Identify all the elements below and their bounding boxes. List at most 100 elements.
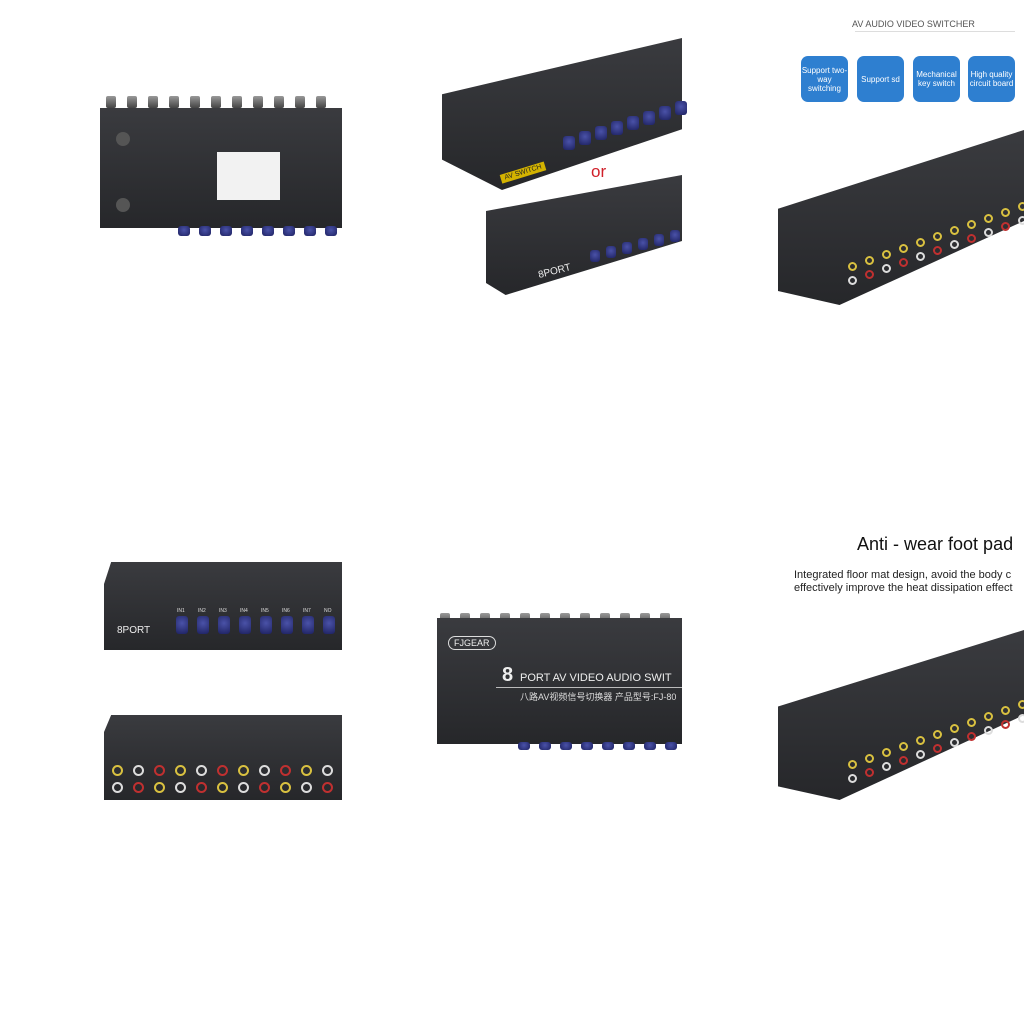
rca-jack [984,726,993,735]
rca-jack [238,765,249,776]
switch-knob [579,131,591,145]
switch-knob [659,106,671,120]
rca-jack [217,782,228,793]
rca-jack [196,765,207,776]
port-label: 8PORT [117,625,151,636]
switch-knob [638,238,648,250]
switch-knob [563,136,575,150]
rca-jack [882,748,891,757]
switch-knob [218,616,230,634]
switch-knob [178,226,190,236]
rca-jack [899,244,908,253]
switch-knob [623,742,635,750]
switch-knob [644,742,656,750]
switch-knob [260,616,272,634]
feature-key-switch: Mechanical key switch [913,56,960,102]
rca-jack [848,262,857,271]
switch-knob [302,616,314,634]
feature-two-way: Support two-way switching [801,56,848,102]
rca-connector [106,96,116,108]
rca-jack [848,774,857,783]
rca-connector [148,96,158,108]
rca-jack [259,782,270,793]
switch-knob [590,250,600,262]
switch-knob [595,126,607,140]
switch-knob [323,616,335,634]
rca-connector [127,96,137,108]
rca-jack [916,238,925,247]
rca-jack [1001,720,1010,729]
rca-jack [1001,208,1010,217]
feature-sd: Support sd [857,56,904,102]
rca-jack [322,765,333,776]
rca-connector [253,96,263,108]
switch-knob [518,742,530,750]
switch-knob [220,226,232,236]
rca-jack [301,765,312,776]
switch-knob [627,116,639,130]
foot-pad-description: Integrated floor mat design, avoid the b… [794,569,1013,595]
rca-jack [175,782,186,793]
screw-icon [116,132,130,146]
rca-jack [950,240,959,249]
button-label: IN1 [177,608,185,614]
switch-knob [665,742,677,750]
rca-jack [967,718,976,727]
rca-jack [865,754,874,763]
product-subtitle: 八路AV视频信号切换器 产品型号:FJ-80 [520,692,677,702]
or-separator: or [591,162,607,181]
switch-knob [643,111,655,125]
rca-jack [933,232,942,241]
screw-icon [116,198,130,212]
description-line: effectively improve the heat dissipation… [794,582,1013,594]
rca-jack [899,258,908,267]
rca-jack [882,762,891,771]
rca-jack [916,736,925,745]
rca-jack [112,765,123,776]
rca-jack [967,234,976,243]
rca-jack [950,738,959,747]
feature-circuit-board: High quality circuit board [968,56,1015,102]
rca-jack [301,782,312,793]
rca-jack [112,782,123,793]
rca-jack [933,730,942,739]
switch-knob [283,226,295,236]
switch-knob [581,742,593,750]
switch-knob [239,616,251,634]
rca-jack [1018,216,1024,225]
button-label: IN4 [240,608,248,614]
button-label: IN3 [219,608,227,614]
rca-jack [984,228,993,237]
rca-connector [274,96,284,108]
switch-knob [611,121,623,135]
button-label: IN5 [261,608,269,614]
rca-jack [865,768,874,777]
rca-connector [190,96,200,108]
rca-connector [169,96,179,108]
rca-jack [1001,706,1010,715]
rca-jack [967,220,976,229]
rca-jack [882,264,891,273]
rca-jack [1018,202,1024,211]
switch-knob [675,101,687,115]
rca-jack [848,760,857,769]
description-line: Integrated floor mat design, avoid the b… [794,569,1012,581]
feature-title: AV AUDIO VIDEO SWITCHER [852,19,975,29]
rca-jack [984,712,993,721]
rca-jack [916,750,925,759]
rca-jack [933,744,942,753]
rca-jack [950,724,959,733]
button-label: IN7 [303,608,311,614]
rca-jack [238,782,249,793]
switch-knob [304,226,316,236]
rca-jack [154,765,165,776]
switch-knob [176,616,188,634]
rca-jack [967,732,976,741]
rca-connector [316,96,326,108]
rca-jack [865,270,874,279]
rca-jack [217,765,228,776]
rca-jack [899,756,908,765]
switch-knob [325,226,337,236]
rca-jack [259,765,270,776]
rca-jack [882,250,891,259]
